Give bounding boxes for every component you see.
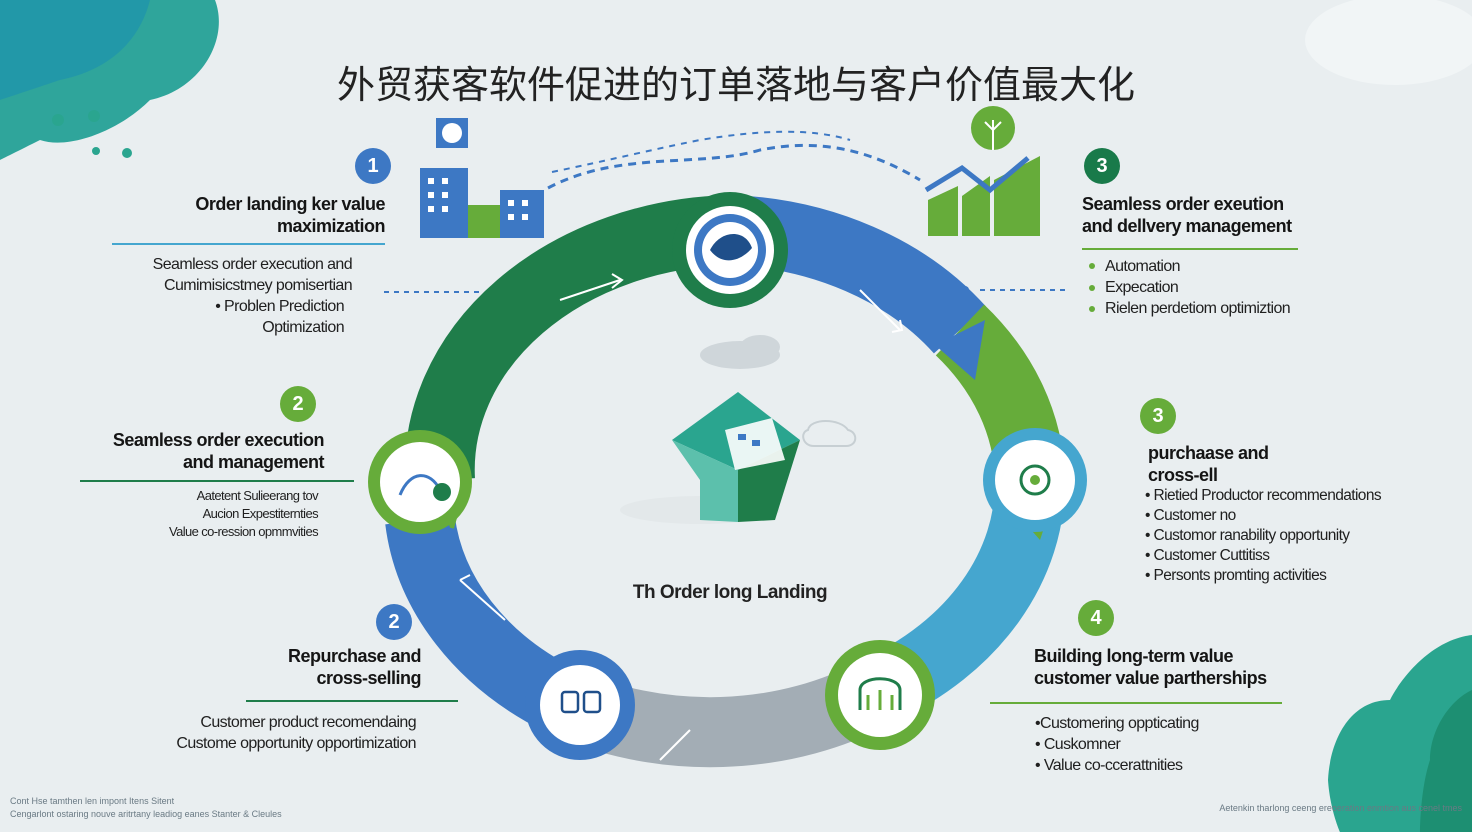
step-number-3b: 3: [1140, 398, 1176, 434]
top-right-bullets: Automation Expecation Rielen perdetiom o…: [1105, 258, 1291, 317]
step-number-1: 1: [355, 148, 391, 184]
step-number-4: 4: [1078, 600, 1114, 636]
cube-box-icon: [672, 392, 800, 522]
footer-right: Aetenkin tharlong ceeng ereoeration enmt…: [1219, 803, 1462, 813]
ring-segment-dark-green: [404, 195, 732, 482]
page-title: 外贸获客软件促进的订单落地与客户价值最大化: [336, 63, 1135, 107]
building-chart-icon: [420, 118, 544, 238]
step-number-2b: 2: [376, 604, 412, 640]
mid-left-bullets: Aatetent Sulieerang tov Aucion Expestite…: [168, 488, 319, 539]
top-right-heading: Seamless order exeution and dellvery man…: [1082, 194, 1292, 236]
top-left-heading: Order landing ker value maximization: [195, 194, 385, 236]
bottom-right-bullets: •Customering oppticating • Cuskomner • V…: [1035, 715, 1199, 774]
mid-right-heading: purchaase and cross-ell: [1148, 443, 1269, 485]
step-number-3: 3: [1084, 148, 1120, 184]
step-number-2: 2: [280, 386, 316, 422]
top-left-bullets: Seamless order execution and Cumimisicst…: [152, 256, 353, 336]
footer-left: Cont Hse tamthen len impont Itens Sitent…: [10, 796, 282, 819]
center-label: Th Order long Landing: [632, 582, 828, 603]
growth-chart-icon: [924, 106, 1040, 236]
bottom-left-bullets: Customer product recomendaing Custome op…: [176, 714, 416, 752]
bottom-right-heading: Building long-term value customer value …: [1034, 646, 1267, 688]
bottom-left-heading: Repurchase and cross-selling: [287, 646, 422, 688]
mid-right-bullets: • Rietied Productor recommendations • Cu…: [1145, 487, 1382, 584]
mid-left-heading: Seamless order execution and management: [112, 430, 325, 472]
